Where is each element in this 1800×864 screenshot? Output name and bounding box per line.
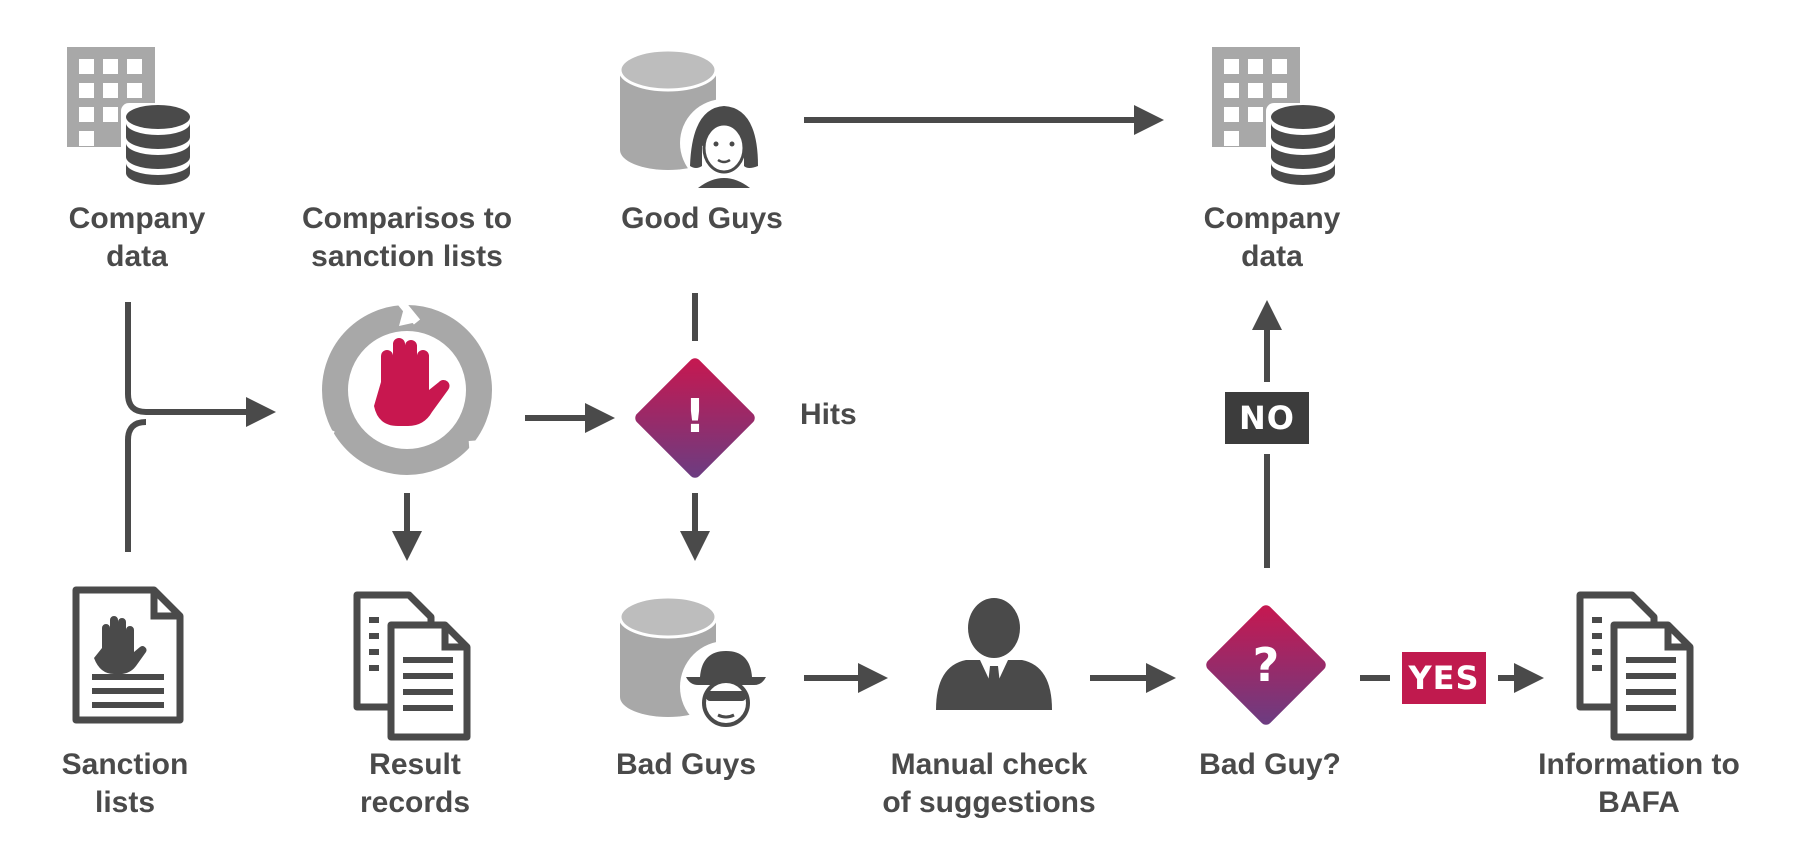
label-line: Bad Guy?	[1199, 748, 1341, 781]
yes-tag: YES	[1402, 652, 1486, 704]
label-line: data	[1241, 240, 1303, 273]
no-tag: NO	[1225, 392, 1309, 444]
label-sanction-lists: Sanction lists	[0, 746, 275, 822]
label-line: Sanction	[61, 748, 189, 781]
label-line: Good Guys	[621, 202, 783, 235]
question-diamond-icon: ?	[1206, 605, 1326, 725]
label-line: Manual check	[890, 748, 1088, 781]
label-bad-guys: Bad Guys	[536, 746, 836, 784]
label-hits: Hits	[800, 396, 920, 434]
businessman-icon	[936, 598, 1052, 710]
cycle-stop-hand-icon	[317, 297, 498, 475]
label-comparison: Comparisos to sanction lists	[257, 200, 557, 276]
label-line: data	[106, 240, 168, 273]
database-spy-icon	[618, 595, 772, 733]
label-line: records	[359, 786, 471, 819]
connector-sanction-to-comparison	[125, 419, 147, 552]
database-person-icon	[618, 48, 768, 188]
documents-icon	[1576, 591, 1694, 741]
label-good-guys: Good Guys	[552, 200, 852, 238]
alert-diamond-icon: !	[635, 358, 755, 478]
alert-glyph: !	[685, 389, 706, 443]
label-line: Comparisos to	[301, 202, 513, 235]
label-information-bafa: Information to BAFA	[1489, 746, 1789, 822]
label-result-records: Result records	[265, 746, 565, 822]
label-manual-check: Manual check of suggestions	[839, 746, 1139, 822]
label-line: Result	[369, 748, 461, 781]
label-line: of suggestions	[882, 786, 1096, 819]
label-line: Hits	[800, 398, 857, 431]
label-line: BAFA	[1598, 786, 1680, 819]
connectors	[125, 105, 1544, 693]
building-database-icon	[1212, 47, 1344, 189]
label-bad-guy-question: Bad Guy?	[1120, 746, 1420, 784]
label-company-data-left: Company data	[0, 200, 287, 276]
label-line: Company	[1203, 202, 1341, 235]
label-line: Information to	[1538, 748, 1740, 781]
label-line: sanction lists	[311, 240, 503, 273]
label-line: Bad Guys	[615, 748, 757, 781]
label-company-data-right: Company data	[1122, 200, 1422, 276]
documents-icon	[353, 591, 471, 741]
question-glyph: ?	[1253, 638, 1280, 692]
document-stop-hand-icon	[72, 586, 184, 724]
label-line: lists	[94, 786, 156, 819]
building-database-icon	[67, 47, 199, 189]
connector-company-to-comparison	[125, 302, 276, 427]
label-line: Company	[68, 202, 206, 235]
